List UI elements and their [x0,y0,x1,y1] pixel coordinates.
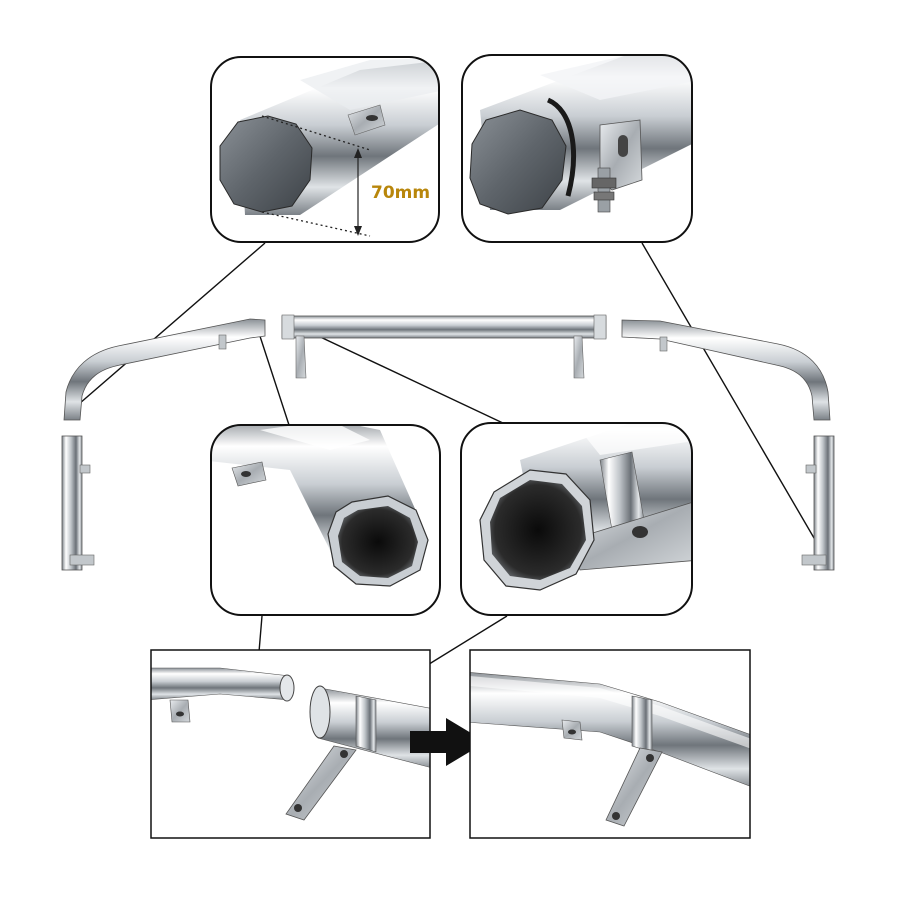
center-bar [281,315,607,339]
detail-open-tube-end [210,424,441,616]
detail-sleeve-joint [460,422,693,616]
sleeve-band [355,695,377,753]
callout-line-top-left [71,242,266,411]
center-bar-leg-left [295,335,307,379]
callout-lines [71,242,822,704]
callout-dots [68,322,825,707]
left-post-foot [69,554,95,566]
bracket-icon [285,745,357,821]
right-post-foot [801,554,827,566]
bent-bar-opening [279,674,295,702]
detail-before-joining [150,649,431,839]
dimension-label: 70mm [371,183,430,203]
left-vertical-post [61,435,83,571]
octagon-pipe-cap [469,109,567,215]
callout-line-mid-left [256,326,290,426]
callout-line-mid-right [296,325,506,425]
bracket-icon [605,747,663,827]
right-bent-bar-bracket [659,336,668,352]
joined-bar [470,672,750,787]
bolt-icon [597,167,611,213]
bar-assembly [61,314,835,571]
detail-pipe-end-dimension: 70mm [210,56,440,243]
callout-line-top-right [641,242,822,551]
detail-end-cap-bracket [461,54,693,243]
right-post-bracket [805,464,817,474]
right-bent-bar [621,319,831,421]
center-bar-sleeve-right [593,314,607,340]
left-bent-bar [63,318,266,421]
center-bar-sleeve-left [281,314,295,340]
right-vertical-post [813,435,835,571]
left-bent-bar-bracket [218,334,227,350]
left-post-bracket [79,464,91,474]
octagon-pipe-cap [219,115,313,213]
detail-after-joining [469,649,751,839]
center-bar-leg-right [573,335,585,379]
sleeve-band [631,695,653,753]
right-arrow-icon [410,718,486,766]
pipe-clamp-band [546,97,576,197]
